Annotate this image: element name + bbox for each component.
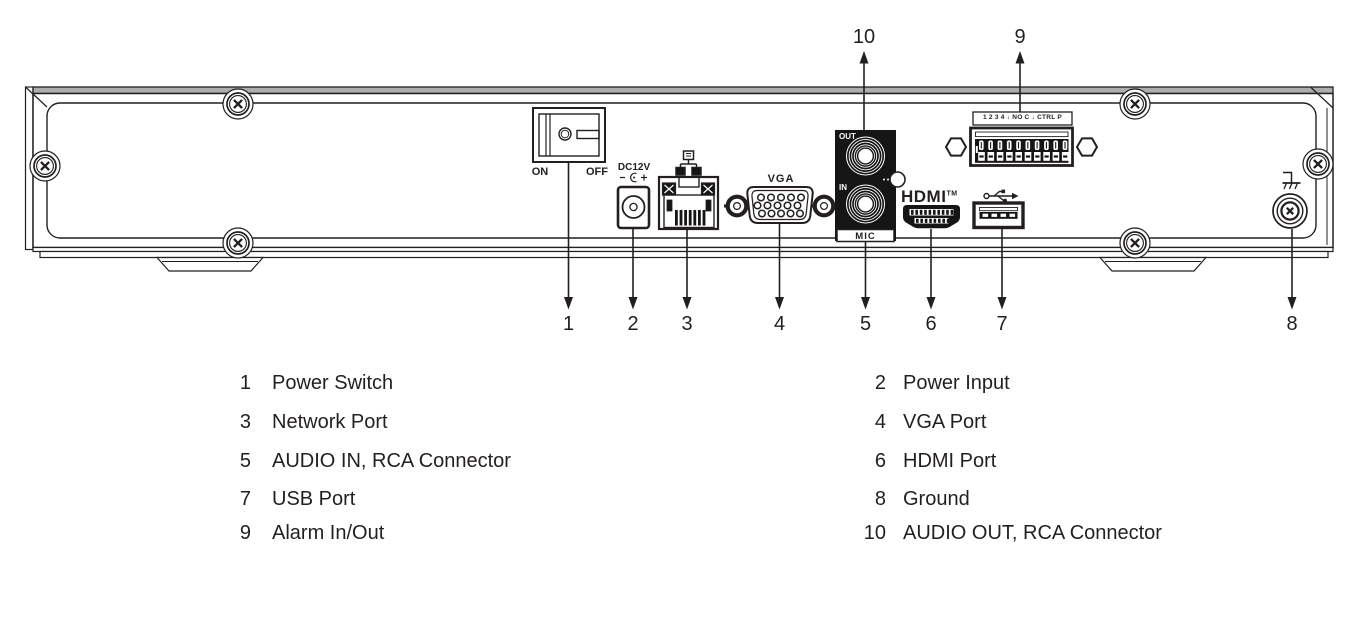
chassis-top-left-fold (25, 86, 48, 108)
power-input-jack[interactable] (616, 185, 651, 230)
screw-bottom-left (221, 226, 255, 260)
power-on-label: ON (531, 166, 549, 178)
legend-num: 1 (239, 372, 251, 394)
legend-label: Power Switch (272, 372, 394, 394)
legend-label: USB Port (272, 488, 356, 510)
legend-num: 5 (239, 450, 251, 472)
callout-lines (567, 61, 1293, 299)
power-off-label: OFF (586, 166, 608, 178)
usb-port[interactable] (972, 201, 1025, 230)
screw-top-left (221, 87, 255, 121)
screw-bottom-right (1118, 226, 1152, 260)
alarm-pin-labels: 1 2 3 4 ↓ NO C ↓ CTRL P (983, 114, 1062, 121)
callout-4: 4 (773, 313, 786, 335)
legend-num: 2 (874, 372, 886, 394)
screw-right (1301, 147, 1335, 181)
legend-label: Ground (903, 488, 970, 510)
callout-10: 10 (852, 26, 876, 48)
legend-label: Power Input (903, 372, 1010, 394)
mic-label: MIC (855, 231, 876, 242)
callout-1: 1 (562, 313, 575, 335)
alarm-nut-right (1076, 137, 1098, 157)
audio-panel[interactable] (835, 130, 906, 243)
switch-rocker-tab (576, 129, 600, 140)
legend-num: 6 (874, 450, 886, 472)
legend-num: 4 (874, 411, 886, 433)
hdmi-pins-top (911, 209, 954, 215)
vga-nut-right (811, 197, 837, 216)
callout-9: 9 (1014, 26, 1026, 48)
hdmi-pins-bottom (916, 218, 950, 223)
power-switch[interactable] (532, 107, 606, 163)
network-port[interactable] (657, 175, 720, 231)
ground-screw (1271, 192, 1309, 230)
legend-num: 3 (239, 411, 251, 433)
legend-num: 8 (874, 488, 886, 510)
callout-arrowheads (564, 51, 1297, 310)
hdmi-port[interactable] (903, 205, 960, 229)
alarm-nut-left (945, 137, 967, 157)
chassis-bottom-band (39, 250, 1329, 259)
vga-port[interactable] (724, 186, 837, 224)
legend-label: Network Port (272, 411, 388, 433)
alarm-terminal[interactable] (945, 111, 1098, 167)
usb-pins (982, 213, 1016, 217)
vga-nut-left (724, 197, 750, 216)
network-icon (675, 150, 702, 176)
chassis-foot-left (155, 256, 265, 272)
dc12v-label: DC12V (617, 162, 651, 173)
alarm-terminal-pins (978, 140, 1069, 161)
hdmi-label: HDMITM (901, 187, 958, 206)
legend-num: 7 (239, 488, 251, 510)
callout-2: 2 (627, 313, 639, 335)
chassis-top-right-fold (1310, 87, 1334, 109)
screw-left (28, 149, 62, 183)
callout-7: 7 (996, 313, 1008, 335)
dc-polarity-icon (620, 172, 647, 183)
screw-top-right (1118, 87, 1152, 121)
audio-panel-side-bump (889, 171, 906, 188)
legend-num: 9 (239, 522, 251, 544)
audio-in-label: IN (839, 182, 847, 192)
ground-icon (1282, 171, 1301, 190)
ground-terminal[interactable] (1271, 171, 1309, 230)
usb-icon (983, 189, 1019, 203)
legend-num: 10 (863, 522, 886, 544)
callout-3: 3 (681, 313, 693, 335)
vga-pin-holes (753, 193, 806, 218)
callout-8: 8 (1286, 313, 1298, 335)
alarm-label-box (972, 111, 1073, 126)
callout-5: 5 (859, 313, 872, 335)
hdmi-tm: TM (946, 190, 958, 198)
callout-6: 6 (925, 313, 937, 335)
legend-label: HDMI Port (903, 450, 997, 472)
legend-label: AUDIO OUT, RCA Connector (903, 522, 1162, 544)
legend-label: VGA Port (903, 411, 987, 433)
legend-label: Alarm In/Out (272, 522, 385, 544)
legend-label: AUDIO IN, RCA Connector (272, 450, 511, 472)
rj45-pins (675, 210, 706, 226)
vga-label: VGA (767, 173, 795, 185)
audio-out-label: OUT (839, 131, 856, 141)
chassis-foot-right (1098, 256, 1208, 272)
